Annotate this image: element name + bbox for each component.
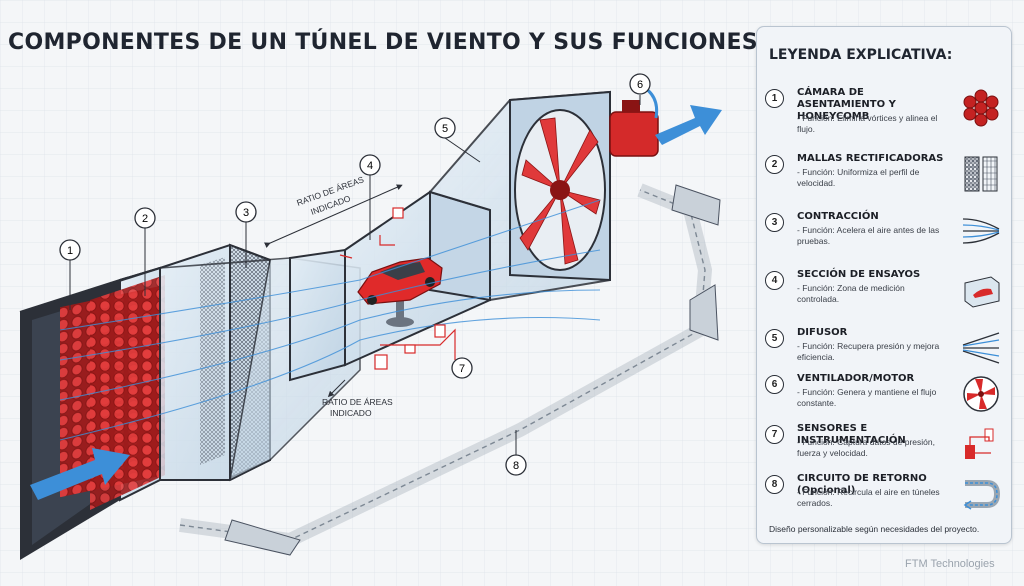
legend-item-name: MALLAS RECTIFICADORAS	[797, 153, 944, 164]
brand-watermark: FTM Technologies	[905, 558, 995, 570]
sensors-icon	[965, 428, 994, 459]
legend-number: 5	[765, 329, 784, 348]
legend-number: 3	[765, 213, 784, 232]
legend-panel: LEYENDA EXPLICATIVA: 1 CÁMARA DE ASENTAM…	[756, 26, 1012, 544]
legend-item-name: CÁMARA DE ASENTAMIENTO Y HONEYCOMB	[797, 87, 896, 122]
legend-item-name: DIFUSOR	[797, 327, 848, 338]
legend-item-desc: - Función: Acelera el aire antes de las …	[797, 225, 940, 246]
legend-item-name: CIRCUITO DE RETORNO (Opcional)	[797, 473, 927, 496]
legend-number: 4	[765, 271, 784, 290]
callout-3: 3	[235, 201, 257, 268]
page-title: COMPONENTES DE UN TÚNEL DE VIENTO Y SUS …	[8, 30, 758, 55]
legend-item-desc: - Función: Genera y mantiene el flujo co…	[797, 387, 937, 408]
ratio-label-bottom-1: RATIO DE ÁREAS	[322, 397, 393, 407]
callout-8: 8	[505, 430, 527, 476]
legend-item-desc: - Función: Uniformiza el perfil de veloc…	[797, 167, 920, 188]
honeycomb-icon	[963, 89, 999, 127]
settling-chamber	[19, 266, 165, 560]
test-section-car-icon	[964, 276, 1000, 308]
svg-text:2: 2	[142, 213, 148, 225]
mesh-screens-icon	[964, 156, 998, 192]
callout-6: 6	[629, 73, 651, 105]
legend-number: 8	[765, 475, 784, 494]
fan-motor	[514, 83, 659, 271]
legend-footer: Diseño personalizable según necesidades …	[769, 524, 980, 534]
return-circuit	[179, 183, 721, 556]
svg-text:4: 4	[367, 160, 373, 172]
svg-text:8: 8	[513, 460, 519, 472]
legend-item-name: VENTILADOR/MOTOR	[797, 373, 915, 384]
svg-text:3: 3	[243, 207, 249, 219]
legend-item-7: 7 SENSORES E INSTRUMENTACIÓN - Función: …	[765, 423, 1001, 475]
legend-item-desc: - Función: Recircula el aire en túneles …	[797, 487, 940, 508]
legend-item-desc: - Función: Recupera presión y mejora efi…	[797, 341, 940, 362]
legend-item-3: 3 CONTRACCIÓN - Función: Acelera el aire…	[765, 211, 1001, 263]
outlet-arrow	[655, 105, 722, 145]
ratio-dimension-top	[264, 184, 403, 248]
contraction	[159, 248, 361, 482]
return-circuit-icon	[963, 480, 1001, 510]
legend-item-desc: - Función: Elimina vórtices y alinea el …	[797, 113, 938, 134]
converging-flow-icon	[962, 218, 1000, 244]
legend-number: 1	[765, 89, 784, 108]
callout-7: 7	[451, 357, 473, 379]
svg-text:5: 5	[442, 123, 448, 135]
ratio-label-bottom-2: INDICADO	[330, 408, 372, 418]
legend-item-6: 6 VENTILADOR/MOTOR - Función: Genera y m…	[765, 373, 1001, 425]
svg-text:1: 1	[67, 245, 73, 257]
legend-item-1: 1 CÁMARA DE ASENTAMIENTO Y HONEYCOMB - F…	[765, 87, 1001, 139]
wind-tunnel-diagram: RATIO DE ÁREAS INDICADO RATIO DE ÁREAS I…	[19, 73, 722, 560]
legend-item-8: 8 CIRCUITO DE RETORNO (Opcional) - Funci…	[765, 473, 1001, 525]
legend-number: 2	[765, 155, 784, 174]
diverging-flow-icon	[962, 332, 1000, 364]
legend-item-name: CONTRACCIÓN	[797, 211, 879, 222]
fan-icon	[963, 376, 999, 412]
callout-2: 2	[134, 207, 156, 296]
inlet-arrow	[30, 448, 130, 500]
ratio-dimension-bottom	[327, 379, 346, 398]
callout-5: 5	[434, 117, 481, 163]
legend-item-5: 5 DIFUSOR - Función: Recupera presión y …	[765, 327, 1001, 379]
legend-item-name: SECCIÓN DE ENSAYOS	[797, 269, 921, 280]
test-section	[344, 190, 491, 367]
svg-text:7: 7	[459, 363, 465, 375]
svg-text:6: 6	[637, 79, 643, 91]
legend-number: 7	[765, 425, 784, 444]
callout-1: 1	[59, 239, 81, 310]
legend-item-name: SENSORES E INSTRUMENTACIÓN	[797, 423, 906, 446]
legend-number: 6	[765, 375, 784, 394]
legend-item-desc: - Función: Zona de medición controlada.	[797, 283, 905, 304]
airflow-lines	[59, 199, 601, 441]
legend-item-2: 2 MALLAS RECTIFICADORAS - Función: Unifo…	[765, 153, 1001, 205]
legend-item-desc: - Función: Captura datos de presión, fue…	[797, 437, 935, 458]
legend-item-4: 4 SECCIÓN DE ENSAYOS - Función: Zona de …	[765, 269, 1001, 321]
legend-title: LEYENDA EXPLICATIVA:	[769, 47, 953, 63]
callout-4: 4	[359, 154, 381, 240]
